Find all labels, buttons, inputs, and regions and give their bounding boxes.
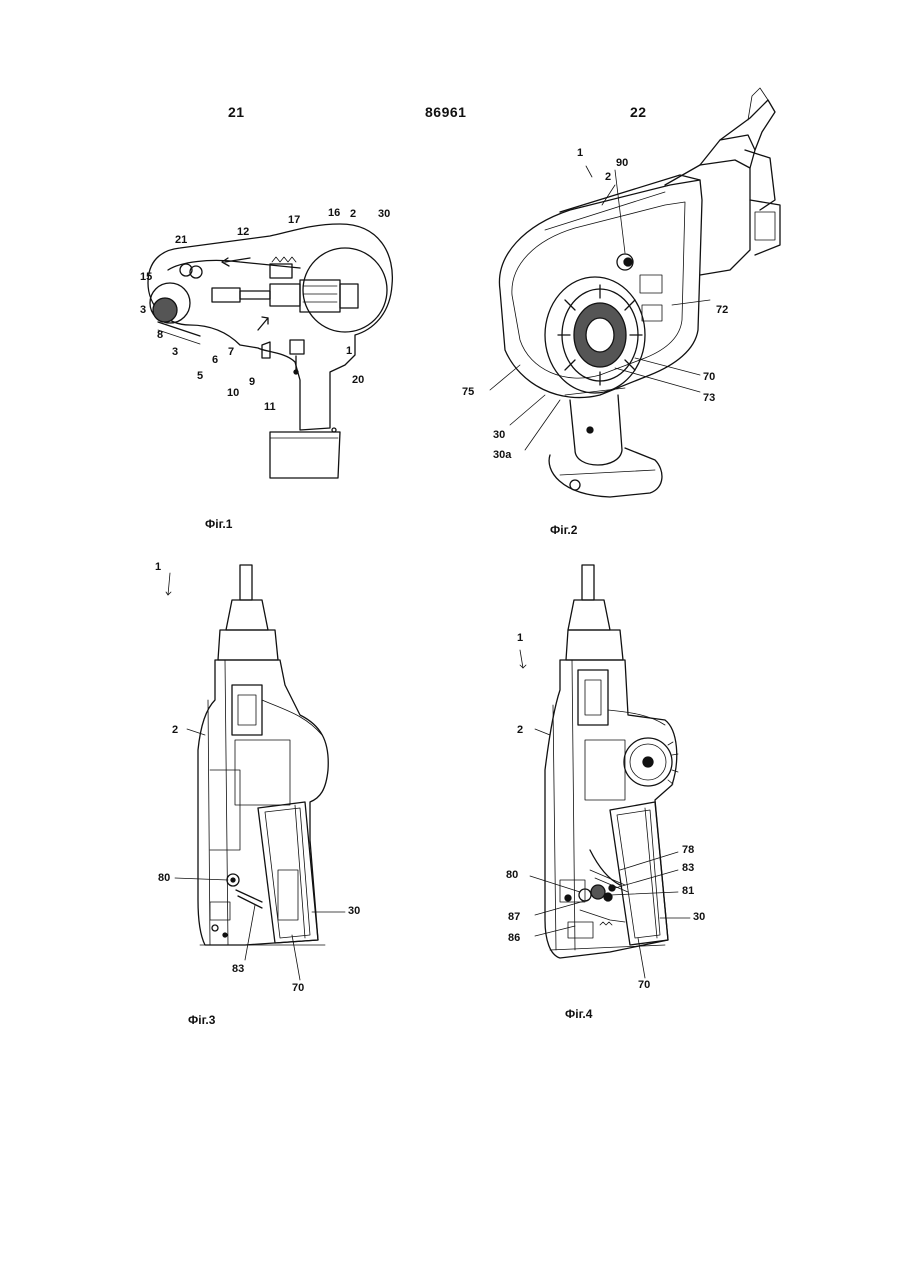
fig2-caption: Фіг.2: [550, 523, 577, 537]
figure-4-drawing: [450, 540, 900, 1040]
fig4-label-87: 87: [508, 912, 520, 923]
figure-2-drawing: [450, 0, 900, 540]
fig2-label-75: 75: [462, 387, 474, 398]
figure-2: 1 90 2 72 70 73 75 30 30a Фіг.2: [450, 0, 900, 540]
fig3-label-70: 70: [292, 983, 304, 994]
fig1-label-9: 9: [249, 377, 255, 388]
fig2-label-72: 72: [716, 305, 728, 316]
fig4-label-86: 86: [508, 933, 520, 944]
fig4-label-70: 70: [638, 980, 650, 991]
fig4-label-1: 1: [517, 633, 523, 644]
fig1-label-1: 1: [346, 346, 352, 357]
fig3-label-2: 2: [172, 725, 178, 736]
fig1-label-5: 5: [197, 371, 203, 382]
fig2-label-30: 30: [493, 430, 505, 441]
figure-3-drawing: [0, 540, 450, 1040]
fig3-label-1: 1: [155, 562, 161, 573]
fig1-label-15: 15: [140, 272, 152, 283]
fig1-label-8: 8: [157, 330, 163, 341]
fig2-label-73: 73: [703, 393, 715, 404]
fig4-label-83: 83: [682, 863, 694, 874]
fig3-label-80: 80: [158, 873, 170, 884]
fig1-caption: Фіг.1: [205, 517, 232, 531]
fig3-label-30: 30: [348, 906, 360, 917]
fig4-label-80: 80: [506, 870, 518, 881]
fig1-label-2: 2: [350, 209, 356, 220]
fig4-label-78: 78: [682, 845, 694, 856]
fig3-label-83: 83: [232, 964, 244, 975]
fig2-label-30a: 30a: [493, 450, 511, 461]
fig4-label-30: 30: [693, 912, 705, 923]
fig2-label-1: 1: [577, 148, 583, 159]
figure-1: 21 12 17 16 2 30 15 3 8 3 5 6 7 9 10 11 …: [0, 0, 450, 540]
fig4-caption: Фіг.4: [565, 1007, 592, 1021]
fig1-label-7: 7: [228, 347, 234, 358]
fig3-caption: Фіг.3: [188, 1013, 215, 1027]
fig1-label-16: 16: [328, 208, 340, 219]
fig1-label-3a: 3: [140, 305, 146, 316]
fig2-label-90: 90: [616, 158, 628, 169]
fig1-label-20: 20: [352, 375, 364, 386]
fig4-label-2: 2: [517, 725, 523, 736]
fig1-label-17: 17: [288, 215, 300, 226]
fig1-label-21: 21: [175, 235, 187, 246]
figure-1-drawing: [0, 0, 450, 540]
fig4-label-81: 81: [682, 886, 694, 897]
fig1-label-12: 12: [237, 227, 249, 238]
figure-4: 1 2 78 83 80 81 87 86 30 70 Фіг.4: [450, 540, 900, 1040]
fig1-label-10: 10: [227, 388, 239, 399]
figure-3: 1 2 80 83 70 30 Фіг.3: [0, 540, 450, 1040]
fig2-label-70: 70: [703, 372, 715, 383]
fig1-label-11: 11: [264, 402, 276, 413]
fig2-label-2: 2: [605, 172, 611, 183]
fig1-label-6: 6: [212, 355, 218, 366]
fig1-label-30: 30: [378, 209, 390, 220]
fig1-label-3b: 3: [172, 347, 178, 358]
